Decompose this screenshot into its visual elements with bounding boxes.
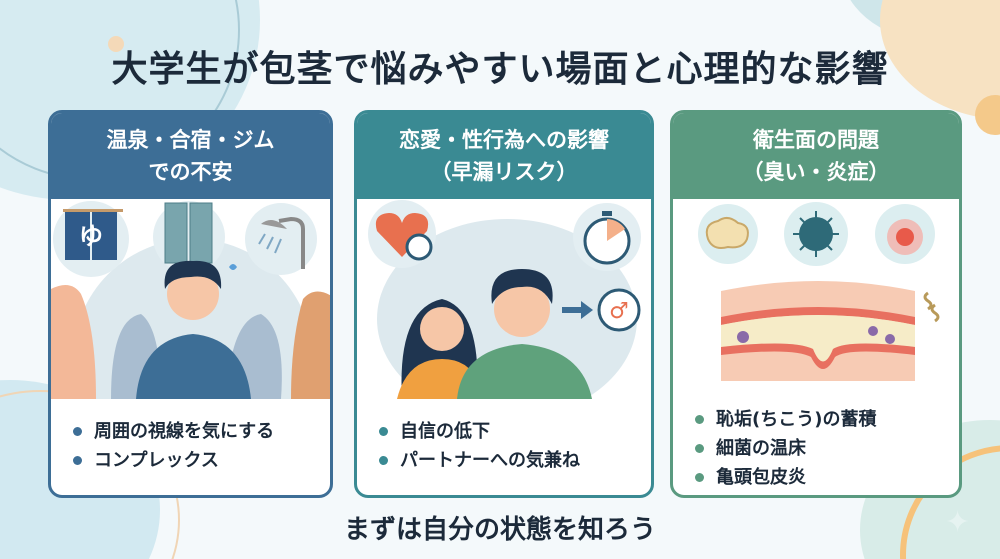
card-header-line1: 温泉・合宿・ジム — [106, 128, 275, 152]
bullet-dot-icon — [695, 444, 704, 453]
bullet-item: パートナーへの気兼ね — [379, 446, 651, 475]
card-romance-impact: 恋愛・性行為への影響 （早漏リスク） ♂ — [354, 110, 654, 498]
sparkle-icon: ✦ — [945, 505, 971, 540]
bullet-item: 細菌の温床 — [695, 434, 959, 463]
footer-message: まずは自分の状態を知ろう — [343, 515, 656, 545]
bullet-dot-icon — [73, 427, 82, 436]
bullet-dot-icon — [379, 427, 388, 436]
smegma-icon — [698, 204, 758, 264]
noren-icon: ゆ — [53, 201, 129, 277]
inflammation-icon — [875, 204, 935, 264]
svg-text:♂: ♂ — [609, 299, 629, 324]
locker-icon — [153, 201, 225, 273]
illustration-bath-scene: ゆ — [51, 199, 330, 399]
bullet-list: 自信の低下 パートナーへの気兼ね — [357, 399, 651, 475]
card-header-line1: 恋愛・性行為への影響 — [399, 128, 609, 152]
bacteria-icon — [784, 202, 848, 266]
card-header: 温泉・合宿・ジム での不安 — [51, 113, 330, 199]
illustration-skin-section — [673, 199, 959, 399]
bullet-item: コンプレックス — [73, 446, 330, 475]
bullet-dot-icon — [695, 415, 704, 424]
page-title: 大学生が包茎で悩みやすい場面と心理的な影響 — [111, 49, 889, 90]
bullet-item: 恥垢(ちこう)の蓄積 — [695, 405, 959, 434]
illustration-couple: ♂ — [357, 199, 651, 399]
heart-clock-icon — [368, 200, 436, 268]
shower-icon — [245, 203, 317, 275]
bullet-item: 亀頭包皮炎 — [695, 463, 959, 492]
card-header-line1: 衛生面の問題 — [753, 128, 879, 152]
bullet-item: 自信の低下 — [379, 417, 651, 446]
bullet-dot-icon — [379, 456, 388, 465]
bullet-list: 周囲の視線を気にする コンプレックス — [51, 399, 330, 475]
card-header-line2: （臭い・炎症） — [742, 160, 890, 184]
card-hygiene-issues: 衛生面の問題 （臭い・炎症） — [670, 110, 962, 498]
bullet-dot-icon — [73, 456, 82, 465]
bullet-list: 恥垢(ちこう)の蓄積 細菌の温床 亀頭包皮炎 — [673, 399, 959, 492]
card-header: 衛生面の問題 （臭い・炎症） — [673, 113, 959, 199]
stopwatch-icon — [573, 203, 641, 271]
card-header-line2: （早漏リスク） — [430, 160, 578, 184]
bullet-dot-icon — [695, 473, 704, 482]
male-symbol-icon: ♂ — [562, 288, 641, 332]
bullet-item: 周囲の視線を気にする — [73, 417, 330, 446]
card-bath-anxiety: 温泉・合宿・ジム での不安 ゆ — [48, 110, 333, 498]
card-header-line2: での不安 — [148, 160, 233, 184]
svg-text:ゆ: ゆ — [79, 222, 103, 250]
card-header: 恋愛・性行為への影響 （早漏リスク） — [357, 113, 651, 199]
